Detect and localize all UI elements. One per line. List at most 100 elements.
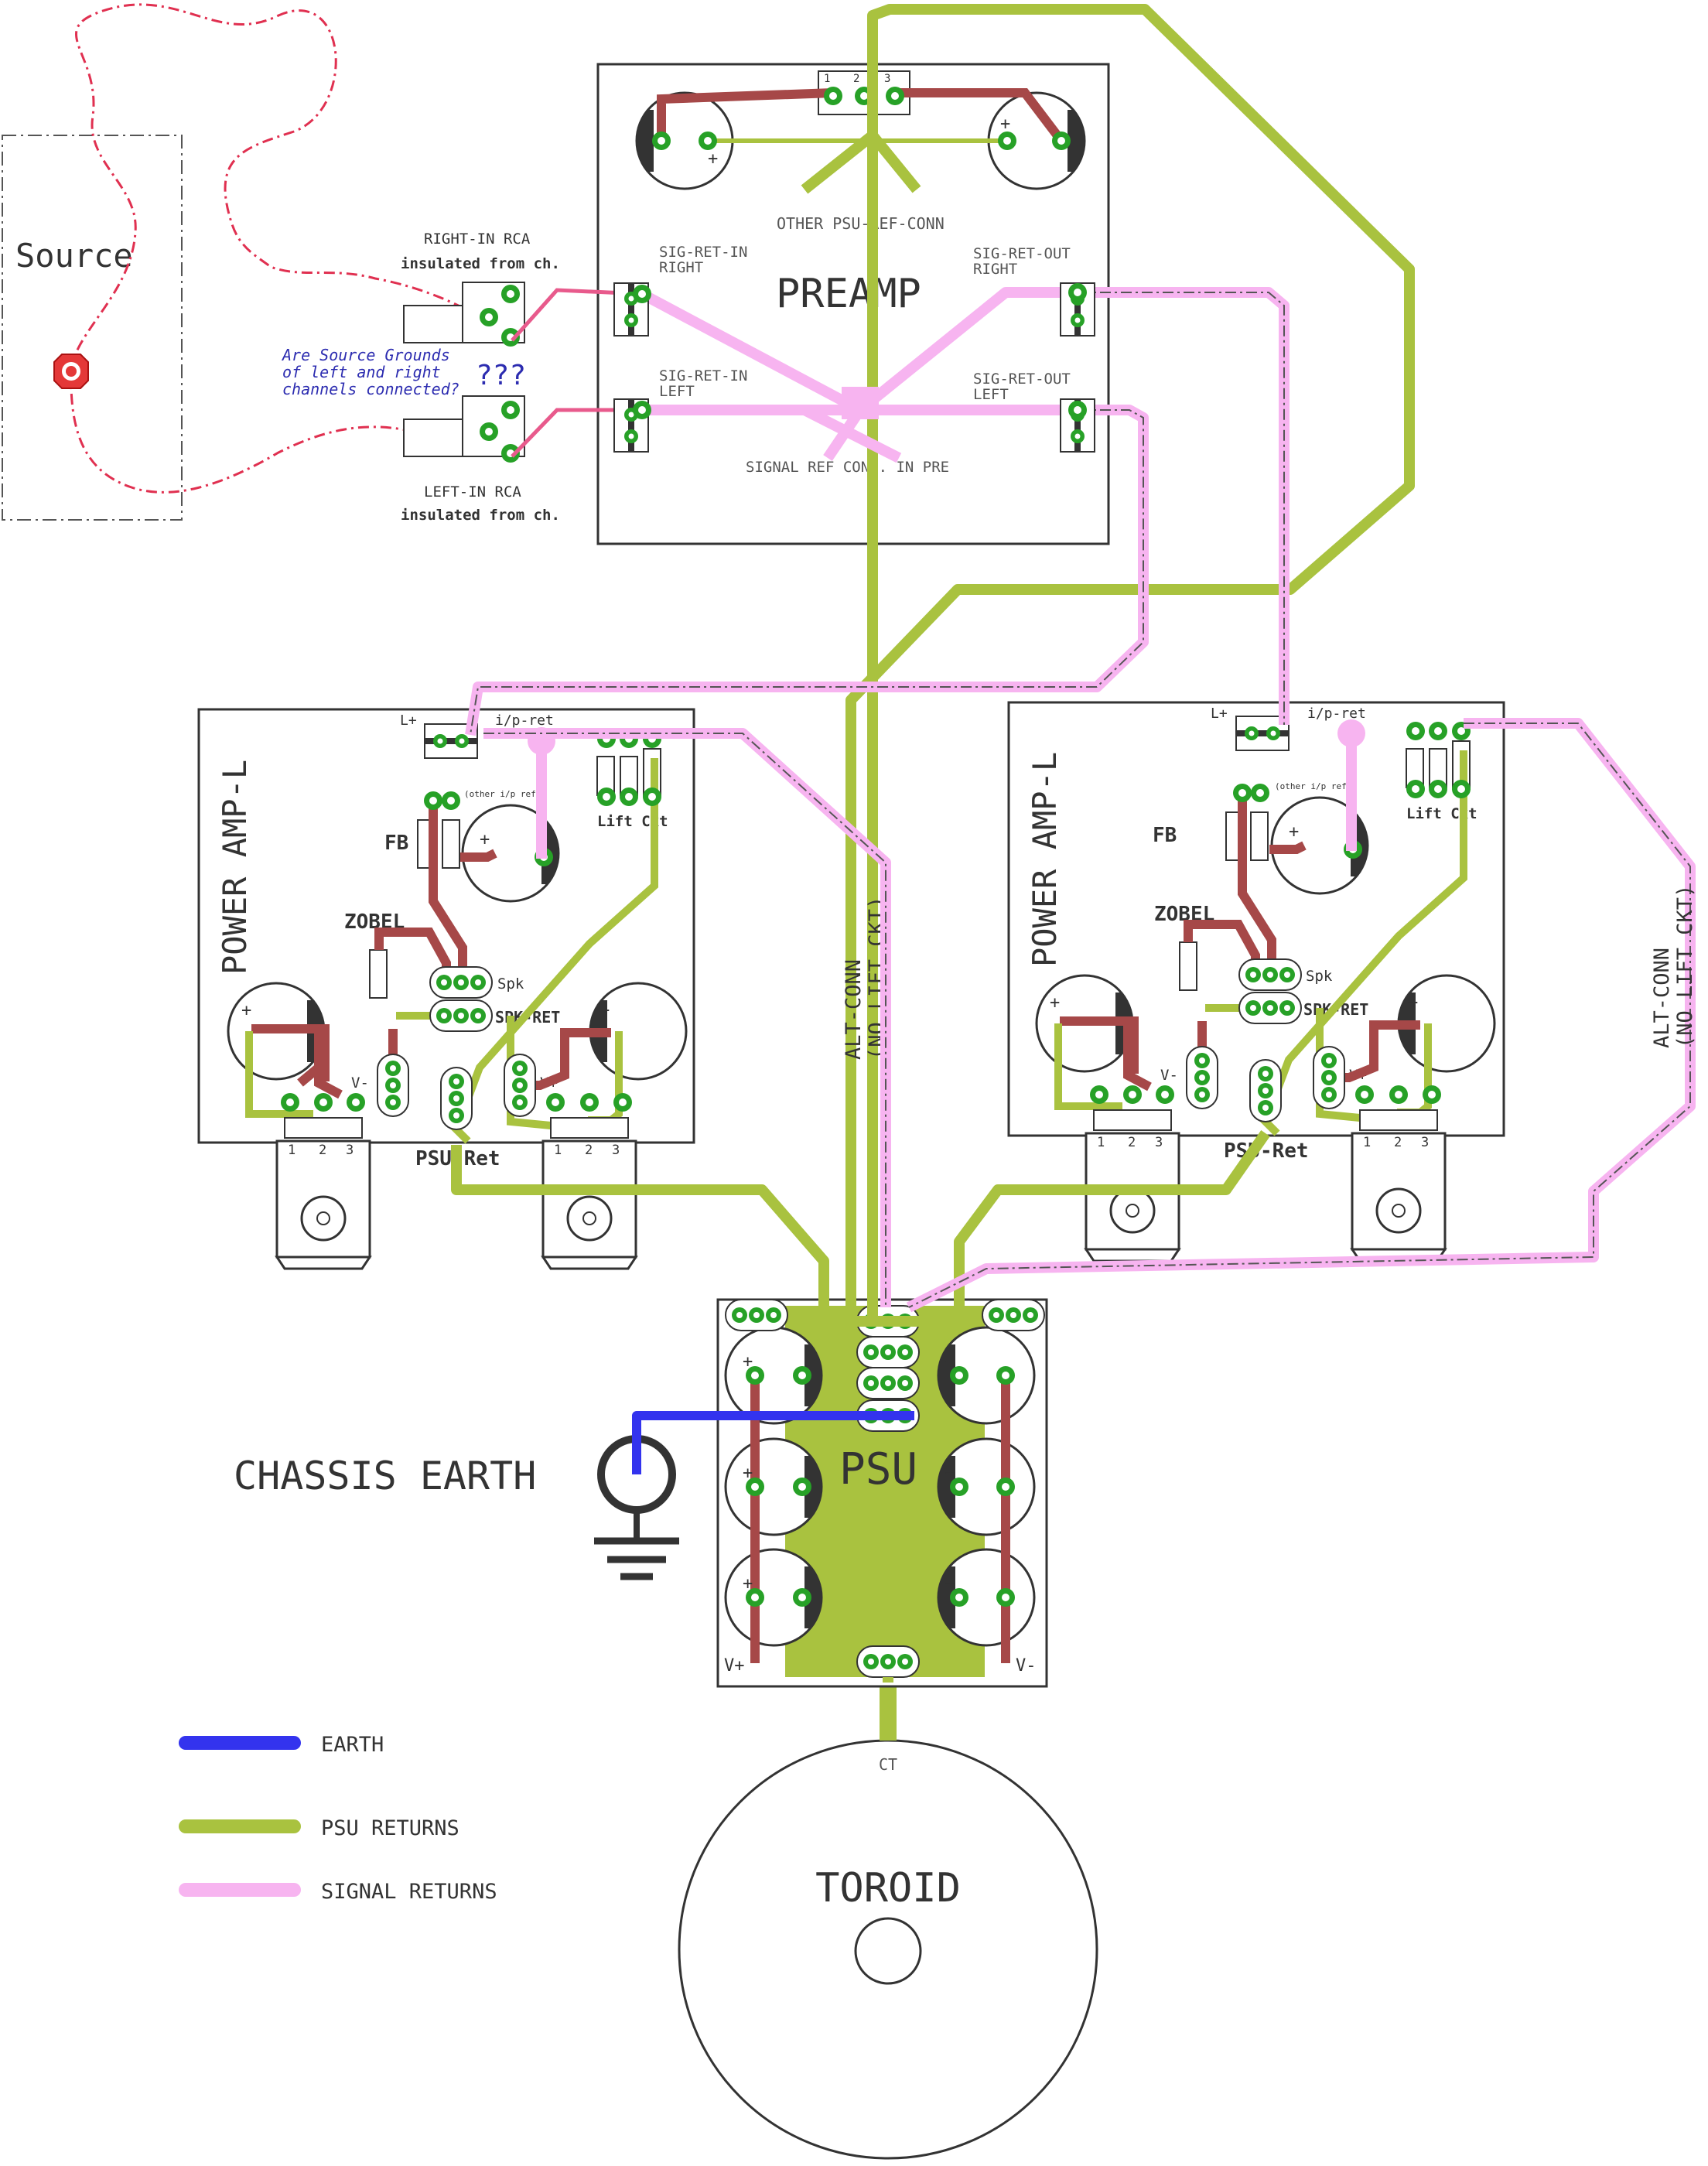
fb-resistor-2 xyxy=(1250,811,1269,861)
amp-right-other-ip-ref: (other i/p ref.) xyxy=(1275,781,1357,791)
amp-left-ipret: i/p-ret xyxy=(495,712,554,729)
psu-return-wires xyxy=(451,4,1415,1683)
signal-ref-label: SIGNAL REF CONN. IN PRE xyxy=(746,459,949,476)
psu-cap5-plus: + xyxy=(945,1464,955,1483)
amp-left-q2-pin1: 1 xyxy=(554,1143,562,1158)
source-label: Source xyxy=(15,237,133,275)
rca-left-title: LEFT-IN RCA xyxy=(424,483,521,501)
amp-right-other-ip-pad xyxy=(1337,719,1365,747)
psu-cap2-plus: + xyxy=(743,1464,753,1483)
rca-right-title: RIGHT-IN RCA xyxy=(424,231,531,248)
psu-cap6-plus: + xyxy=(945,1574,955,1594)
alt-conn-right-line2: (NO LIFT CKT) xyxy=(1673,885,1697,1048)
pin-3-label: 3 xyxy=(884,73,890,85)
sig-ret-out-right-2: RIGHT xyxy=(973,261,1017,278)
amp-right-vminus: V- xyxy=(1160,1067,1178,1084)
toroid: TOROID CT xyxy=(678,1679,1098,2160)
source-ground-question: Are Source Grounds of left and right cha… xyxy=(281,346,526,398)
amp-right-q2-pin3: 3 xyxy=(1421,1135,1429,1150)
amp-left-cap3-plus: + xyxy=(600,1001,610,1020)
preamp-signal-wire xyxy=(465,287,1149,736)
sig-ret-in-right-2: RIGHT xyxy=(659,259,703,276)
earth-wire xyxy=(632,1411,914,1474)
psu-vminus: V- xyxy=(1016,1656,1037,1676)
preamp-title: PREAMP xyxy=(776,271,921,317)
amp-left-q1-pin3: 3 xyxy=(346,1143,354,1158)
rca-right-barrel xyxy=(403,305,463,343)
legend-signal-label: SIGNAL RETURNS xyxy=(321,1880,497,1904)
chassis-earth-label: CHASSIS EARTH xyxy=(234,1454,536,1498)
preamp-board: PREAMP + + 1 2 3 OTHER PSU-REF-CONN SIG-… xyxy=(596,63,1110,545)
sig-ret-in-right-1: SIG-RET-IN xyxy=(659,244,747,261)
psu-cap3-plus: + xyxy=(743,1574,753,1594)
amp-right-lplus: L+ xyxy=(1211,705,1228,722)
other-ip-ref-stubs xyxy=(536,733,1357,859)
toroid-hole xyxy=(854,1917,922,1985)
amp-right-q1-pin1: 1 xyxy=(1097,1135,1105,1150)
preamp-cap-right-plus: + xyxy=(1000,114,1010,134)
amp-left-q2-pin2: 2 xyxy=(585,1143,593,1158)
fb-resistor-2 xyxy=(442,819,460,869)
psu-cap1-plus: + xyxy=(743,1352,753,1372)
chassis-earth: CHASSIS EARTH xyxy=(234,1435,679,1580)
power-amp-right: POWER AMP-L L+ i/p-ret (other i/p ref.) … xyxy=(1007,701,1505,1262)
legend-psu-label: PSU RETURNS xyxy=(321,1816,459,1840)
source-ground-connector-icon xyxy=(53,354,89,389)
rca-right-sub: insulated from ch. xyxy=(401,255,560,272)
psu-cap4-plus: + xyxy=(945,1352,955,1372)
amp-right-q2-pin2: 2 xyxy=(1394,1135,1402,1150)
amp-right-fb: FB xyxy=(1153,824,1177,847)
amp-left-vminus: V- xyxy=(351,1074,369,1092)
amp-left-spk: Spk xyxy=(497,975,524,992)
amp-left-q1-pin1: 1 xyxy=(288,1143,295,1158)
pin-2-label: 2 xyxy=(853,73,859,85)
amp-right-cap3-plus: + xyxy=(1408,993,1418,1013)
amp-right-cap2-plus: + xyxy=(1050,993,1060,1013)
amp-left-title: POWER AMP-L xyxy=(216,760,254,975)
amp-left-other-ip-ref: (other i/p ref.) xyxy=(464,789,546,799)
question-line-1: Are Source Grounds xyxy=(281,346,450,364)
question-marks: ??? xyxy=(476,360,526,391)
amp-right-q2-pin1: 1 xyxy=(1363,1135,1371,1150)
sig-ret-out-right-1: SIG-RET-OUT xyxy=(973,245,1071,262)
question-line-2: of left and right xyxy=(282,363,441,381)
other-psu-ref-label: OTHER PSU-REF-CONN xyxy=(777,214,945,233)
sig-ret-out-left-1: SIG-RET-OUT xyxy=(973,371,1071,388)
source-box: Source xyxy=(2,3,513,521)
psu-board: PSU V+ V- + + + + + + xyxy=(716,1298,1048,1688)
amp-right-traces xyxy=(1060,793,1420,1092)
preamp-power-traces xyxy=(657,88,1065,144)
rca-left-barrel xyxy=(403,419,463,457)
amp-right-psu-ret: PSU-Ret xyxy=(1224,1139,1309,1163)
sig-ret-in-left-2: LEFT xyxy=(659,383,695,400)
amp-right-cap1-plus: + xyxy=(1289,822,1299,842)
rca-left: LEFT-IN RCA insulated from ch. xyxy=(401,395,560,524)
pin-1-label: 1 xyxy=(824,73,830,85)
amp-left-other-ip-pad xyxy=(528,727,555,755)
zobel-resistor xyxy=(1179,941,1197,991)
amp-right-ip-wire xyxy=(1079,287,1290,725)
legend: EARTH PSU RETURNS SIGNAL RETURNS xyxy=(179,1733,497,1904)
psu-title: PSU xyxy=(839,1444,917,1495)
amp-left-cap1-plus: + xyxy=(480,830,490,849)
toroid-label: TOROID xyxy=(815,1865,961,1911)
question-line-3: channels connected? xyxy=(282,380,459,398)
amp-left-cap2-plus: + xyxy=(241,1001,251,1020)
amp-right-title: POWER AMP-L xyxy=(1026,752,1064,967)
legend-earth-label: EARTH xyxy=(321,1733,384,1757)
psu-rail-traces xyxy=(750,1375,1010,1663)
amp-left-fb: FB xyxy=(384,832,408,855)
signal-wire-centerline xyxy=(470,292,1691,1308)
power-amp-left: POWER AMP-L L+ i/p-ret (other i/p ref.) … xyxy=(197,708,695,1270)
psu-ref-wire xyxy=(801,4,1415,1323)
amp-left-lplus: L+ xyxy=(400,712,417,729)
preamp-cap-left-plus: + xyxy=(708,149,718,169)
alt-conn-mid-line1: ALT-CONN xyxy=(842,959,866,1060)
amp-right-q1-pin3: 3 xyxy=(1155,1135,1163,1150)
amp-right-psu-wire xyxy=(954,1129,1270,1321)
zobel-resistor xyxy=(369,949,388,999)
amp-left-q2-pin3: 3 xyxy=(612,1143,620,1158)
amp-right-ipret: i/p-ret xyxy=(1307,705,1366,722)
amp-left-lift-ckt: Lift Ckt xyxy=(597,813,668,830)
